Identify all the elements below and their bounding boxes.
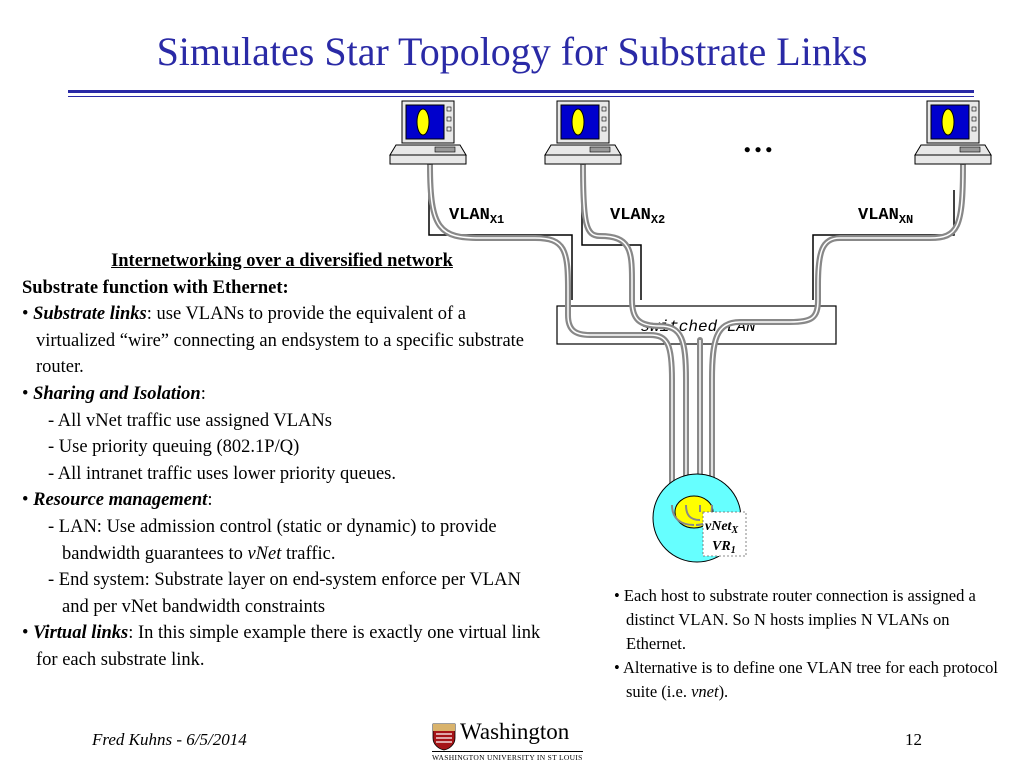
- more-hosts-ellipsis: …: [742, 123, 774, 159]
- router-label-box: [702, 511, 747, 557]
- intro-line: Substrate function with Ethernet:: [22, 277, 289, 298]
- router-label-vr: VR1: [712, 539, 736, 556]
- slide-title: Simulates Star Topology for Substrate Li…: [156, 29, 868, 74]
- logo-subtitle: WASHINGTON UNIVERSITY IN ST LOUIS: [432, 751, 583, 762]
- sub-bullet: - End system: Substrate layer on end-sys…: [48, 570, 521, 617]
- title-rule-thin: [68, 96, 974, 97]
- vlan-box-x2: [581, 195, 642, 300]
- router-label-vnet: vNetX: [705, 519, 738, 536]
- title-rule: [68, 90, 974, 93]
- main-text: Internetworking over a diversified netwo…: [22, 248, 542, 674]
- section-heading: Internetworking over a diversified netwo…: [111, 251, 453, 271]
- side-notes: • Each host to substrate router connecti…: [614, 584, 1004, 704]
- sub-bullet: - Use priority queuing (802.1P/Q): [48, 437, 300, 458]
- bullet-sharing-isolation: • Sharing and Isolation:: [22, 383, 206, 404]
- footer-author: Fred Kuhns - 6/5/2014: [92, 730, 247, 749]
- sub-bullet: - All vNet traffic use assigned VLANs: [48, 410, 332, 431]
- computer-icon: [389, 100, 467, 165]
- computer-icon: [914, 100, 992, 165]
- bullet-resource-management: • Resource management:: [22, 490, 213, 511]
- sub-bullet: - LAN: Use admission control (static or …: [48, 516, 497, 564]
- computer-icon: [544, 100, 622, 165]
- page-number: 12: [905, 730, 922, 749]
- logo-wordmark: Washington: [460, 719, 570, 744]
- note-item: • Each host to substrate router connecti…: [614, 586, 976, 653]
- shield-icon: [432, 723, 456, 751]
- bullet-virtual-links: • Virtual links: In this simple example …: [22, 623, 541, 670]
- vlan-label-xn: VLANXN: [858, 206, 913, 227]
- sub-bullet: - All intranet traffic uses lower priori…: [48, 463, 396, 484]
- university-logo: Washington WASHINGTON UNIVERSITY IN ST L…: [430, 719, 610, 762]
- vlan-label-x2: VLANX2: [610, 206, 665, 227]
- vlan-label-x1: VLANX1: [449, 206, 504, 227]
- bullet-substrate-links: • Substrate links: use VLANs to provide …: [22, 304, 525, 378]
- note-item: • Alternative is to define one VLAN tree…: [614, 658, 998, 701]
